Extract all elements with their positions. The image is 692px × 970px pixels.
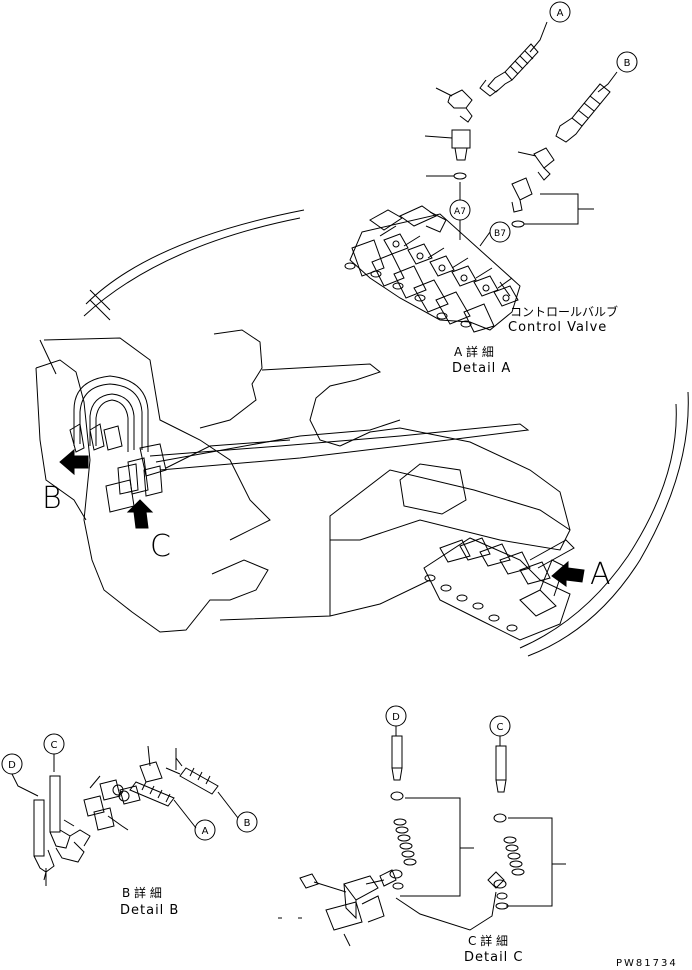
o-ring-a [453,172,467,180]
control-valve-a [344,205,521,333]
elbow-fitting [435,87,473,123]
detail-b-exploded: D C A B [1,733,258,886]
callout-b-circle-b [236,811,258,833]
drawing-number: PW81734 [616,958,678,969]
detail-c-jp: C 詳 細 [468,933,508,948]
callout-c-b: C [51,740,58,751]
view-letter-c: C [150,529,171,564]
connector-b-side [517,147,555,181]
hose-b [555,71,618,143]
callout-d-c: D [392,712,400,723]
callout-a7: A7 [454,207,466,217]
detail-b-jp: B 詳 細 [122,885,162,900]
hose-a [479,21,548,97]
machine-main-view [35,209,689,657]
callout-d-b: D [8,760,16,771]
detail-c-exploded: D C [278,705,566,947]
control-valve-main [423,537,575,641]
callout-b7: B7 [494,229,506,239]
detail-c-en: Detail C [464,950,524,965]
view-letter-a: A [590,557,611,592]
callout-b-b: B [244,818,251,829]
arrow-a [551,560,585,587]
elbow-fitting-b [511,177,533,213]
detail-a-jp: A 詳 細 [454,344,494,359]
detail-a-en: Detail A [452,361,511,376]
callout-a-b: A [202,826,209,837]
callout-c-c: C [497,722,504,733]
arrow-b [59,448,89,476]
callout-a-circle-b [194,819,216,841]
u-pipes [69,375,167,513]
callout-b-circle-top [616,51,638,73]
control-valve-en: Control Valve [508,320,607,335]
arrow-c [126,499,154,529]
view-letter-b: B [42,481,62,516]
callout-a-circle-top [549,1,571,23]
callout-a-top: A [557,8,564,19]
control-valve-jp: コントロールバルブ [510,304,618,319]
detail-a-exploded: A B [344,1,638,333]
union-fitting [424,129,471,161]
o-ring-b [511,220,525,228]
callout-b-top: B [624,58,631,69]
detail-b-en: Detail B [120,903,179,918]
